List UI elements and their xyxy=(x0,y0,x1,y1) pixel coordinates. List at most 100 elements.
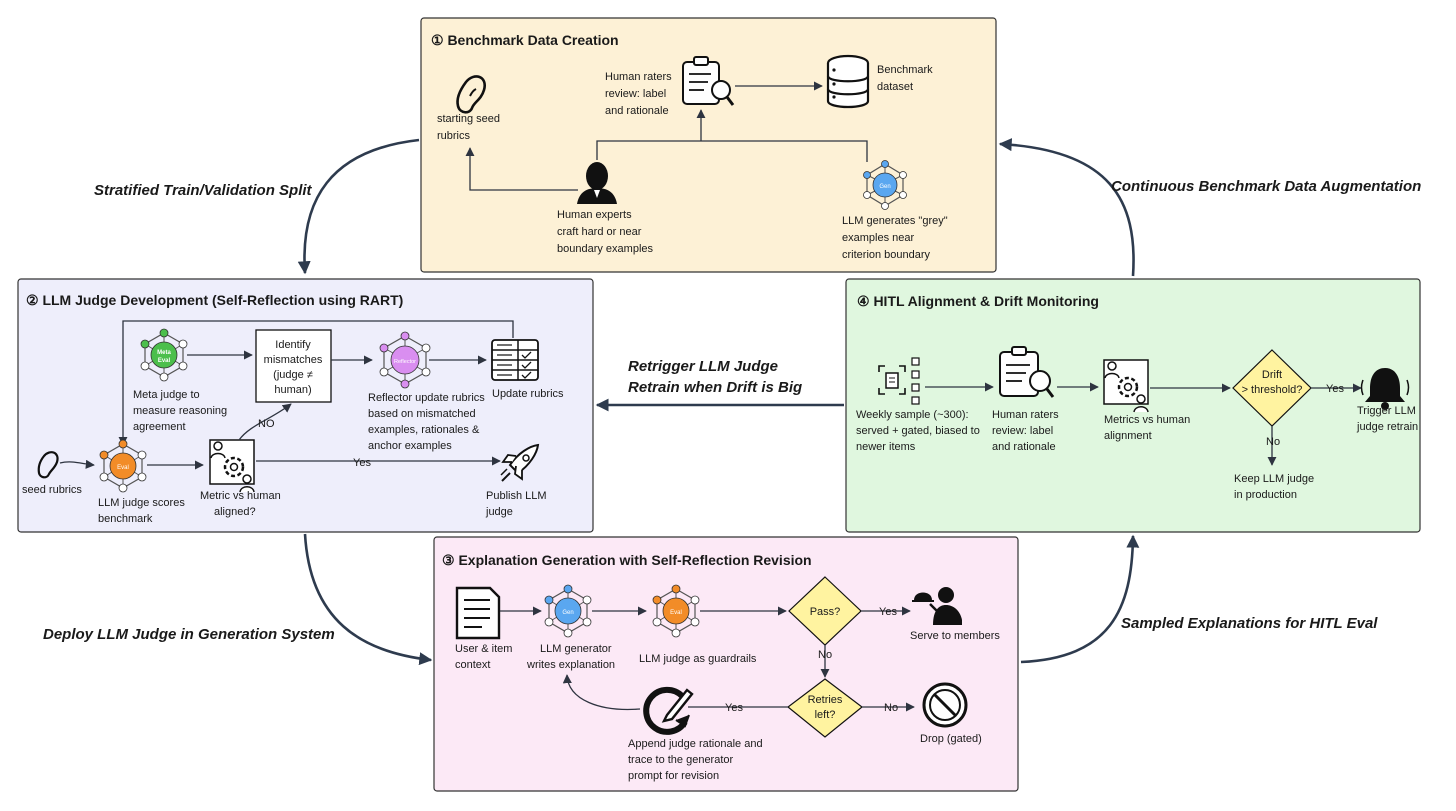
rubric-loop-line xyxy=(118,320,514,446)
prohibited-icon xyxy=(922,682,968,728)
experts-gen-join-line xyxy=(596,140,868,162)
pass-decision: Pass? xyxy=(788,576,862,646)
mismatch-box: Identify mismatches (judge ≠ human) xyxy=(255,329,332,403)
gen-badge: Gen xyxy=(879,184,890,190)
pass-yes-label: Yes xyxy=(879,606,897,618)
eval-badge: Eval xyxy=(117,465,129,471)
waiter-icon xyxy=(912,587,962,625)
bean-icon xyxy=(37,451,59,479)
meta-badge-1: Meta xyxy=(157,350,171,356)
keep-label-1: Keep LLM judge xyxy=(1234,473,1314,485)
retrigger-label-1: Retrigger LLM Judge xyxy=(628,358,778,375)
dataset-label-1: Benchmark xyxy=(877,64,933,76)
gen-badge: Gen xyxy=(562,610,573,616)
reflector-caption-1: Reflector update rubrics xyxy=(368,392,485,404)
deploy-flow-label: Deploy LLM Judge in Generation System xyxy=(43,626,335,643)
llm-gen-label-3: criterion boundary xyxy=(842,249,931,261)
judge-caption-2: benchmark xyxy=(98,513,153,525)
metric-caption-1: Metric vs human xyxy=(200,490,281,502)
pass-no-label: No xyxy=(818,649,832,661)
trigger-label-2: judge retrain xyxy=(1356,421,1418,433)
llm-gen-label-1: LLM generates "grey" xyxy=(842,215,948,227)
trigger-label-1: Trigger LLM xyxy=(1357,405,1416,417)
database-icon xyxy=(826,54,870,109)
deploy-flow-arrow xyxy=(303,533,433,666)
eval-badge: Eval xyxy=(670,610,682,616)
revision-loop-arrow xyxy=(562,674,641,711)
update-rubrics-label: Update rubrics xyxy=(492,388,564,400)
llm-network-icon: Reflector xyxy=(379,331,431,389)
serve-label: Serve to members xyxy=(910,630,1000,642)
raters-label-2: review: label xyxy=(605,88,666,100)
drift-decision: Drift > threshold? xyxy=(1232,349,1312,427)
reflector-caption-4: anchor examples xyxy=(368,440,452,452)
sampled-flow-label: Sampled Explanations for HITL Eval xyxy=(1121,615,1378,632)
retries-no-label: No xyxy=(884,702,898,714)
seed-rubrics-label-2: rubrics xyxy=(437,130,471,142)
context-label-1: User & item xyxy=(455,643,512,655)
retries-decision: Retries left? xyxy=(787,678,863,738)
seed-to-judge-arrow xyxy=(59,459,95,469)
reflector-caption-3: examples, rationales & xyxy=(368,424,480,436)
bell-icon xyxy=(1360,368,1410,410)
yes-label: Yes xyxy=(353,457,371,469)
panel-explanation-generation: ③ Explanation Generation with Self-Refle… xyxy=(433,536,1019,792)
bean-icon xyxy=(456,75,486,114)
metrics-label-2: alignment xyxy=(1104,430,1152,442)
mismatch-text-1: Identify xyxy=(275,339,311,351)
append-label-1: Append judge rationale and xyxy=(628,738,763,750)
drift-text-2: > threshold? xyxy=(1242,384,1303,396)
panel-title: ④ HITL Alignment & Drift Monitoring xyxy=(857,293,1099,309)
sampled-flow-arrow xyxy=(1020,534,1140,664)
mismatch-text-3: (judge ≠ xyxy=(273,369,313,381)
judge-caption-1: LLM judge scores xyxy=(98,497,185,509)
panel-title: ③ Explanation Generation with Self-Refle… xyxy=(442,552,812,568)
split-flow-arrow xyxy=(297,138,420,275)
rocket-icon xyxy=(500,443,540,482)
meta-badge-2: Eval xyxy=(158,358,171,364)
drift-yes-label: Yes xyxy=(1326,383,1344,395)
weekly-label-2: served + gated, biased to xyxy=(856,425,980,437)
weekly-label-3: newer items xyxy=(856,441,916,453)
panel-title: ② LLM Judge Development (Self-Reflection… xyxy=(26,292,403,308)
augment-flow-arrow xyxy=(998,138,1135,277)
drift-no-label: No xyxy=(1266,436,1280,448)
mismatch-text-4: human) xyxy=(274,384,311,396)
edit-refresh-icon xyxy=(643,686,694,735)
drop-label: Drop (gated) xyxy=(920,733,982,745)
retrigger-label-2: Retrain when Drift is Big xyxy=(628,379,802,396)
metric-no-arrow xyxy=(238,403,292,441)
raters-label-3: and rationale xyxy=(605,105,669,117)
experts-to-seed-arrow xyxy=(465,147,578,191)
pass-text: Pass? xyxy=(810,606,841,618)
keep-label-2: in production xyxy=(1234,489,1297,501)
mismatch-text-2: mismatches xyxy=(264,354,323,366)
raters-label-1: Human raters xyxy=(605,71,672,83)
retries-yes-label: Yes xyxy=(725,702,743,714)
metric-caption-2: aligned? xyxy=(214,506,256,518)
llm-network-icon: Eval xyxy=(652,584,700,638)
retries-text-2: left? xyxy=(815,709,836,721)
panel-title: ① Benchmark Data Creation xyxy=(431,32,619,48)
dataset-label-2: dataset xyxy=(877,81,913,93)
raters4-label-2: review: label xyxy=(992,425,1053,437)
drift-text-1: Drift xyxy=(1262,369,1282,381)
augment-flow-label: Continuous Benchmark Data Augmentation xyxy=(1111,178,1421,195)
no-label: NO xyxy=(258,418,275,430)
meta-caption-2: measure reasoning xyxy=(133,405,227,417)
append-label-2: trace to the generator xyxy=(628,754,734,766)
experts-label-2: craft hard or near xyxy=(557,226,642,238)
raters4-label-3: and rationale xyxy=(992,441,1056,453)
meta-caption-3: agreement xyxy=(133,421,186,433)
experts-label-3: boundary examples xyxy=(557,243,654,255)
llm-gen-label-2: examples near xyxy=(842,232,914,244)
person-icon xyxy=(577,162,617,204)
rubric-table-icon xyxy=(491,339,539,381)
publish-label-1: Publish LLM xyxy=(486,490,547,502)
experts-label-1: Human experts xyxy=(557,209,632,221)
panel-hitl-alignment: ④ HITL Alignment & Drift Monitoring xyxy=(845,278,1421,533)
append-label-3: prompt for revision xyxy=(628,770,719,782)
guard-caption: LLM judge as guardrails xyxy=(639,653,757,665)
clipboard-magnifier-icon xyxy=(682,56,735,106)
